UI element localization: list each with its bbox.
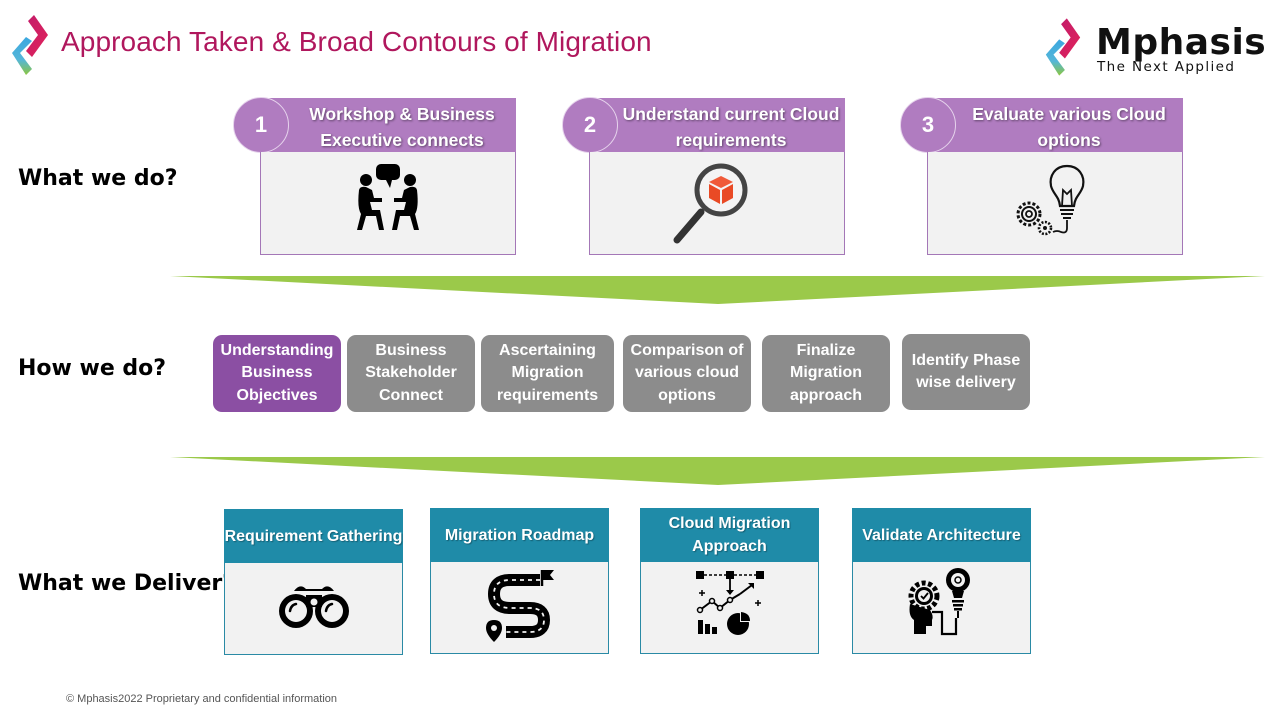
step-body bbox=[589, 152, 845, 255]
how-step-finalize-migration-approach: Finalize Migration approach bbox=[762, 335, 890, 412]
brand-tagline: The Next Applied bbox=[1097, 59, 1236, 75]
step-number-badge: 1 bbox=[233, 97, 289, 153]
how-step-comparison-cloud-options: Comparison of various cloud options bbox=[623, 335, 751, 412]
step-header: Evaluate various Cloud options bbox=[927, 98, 1183, 152]
deliverable-label: Validate Architecture bbox=[852, 508, 1031, 562]
row-label-how-we-do: How we do? bbox=[18, 356, 167, 381]
deliverable-card: Validate Architecture bbox=[852, 508, 1031, 655]
step-label: Understand current Cloud requirements bbox=[622, 104, 840, 150]
deliverable-card: Cloud Migration Approach bbox=[640, 508, 819, 655]
step-card: Workshop & Business Executive connects 1 bbox=[233, 97, 516, 256]
flow-arrow-1 bbox=[170, 276, 1265, 304]
step-card: Evaluate various Cloud options 3 bbox=[900, 97, 1183, 256]
step-label: Workshop & Business Executive connects bbox=[309, 104, 495, 150]
how-step-identify-phase-delivery: Identify Phase wise delivery bbox=[902, 334, 1030, 410]
how-step-understanding-business-objectives: Understanding Business Objectives bbox=[213, 335, 341, 412]
brand-name: Mphasis bbox=[1096, 22, 1267, 63]
mphasis-logo-mark-icon bbox=[1045, 18, 1081, 76]
how-step-business-stakeholder-connect: Business Stakeholder Connect bbox=[347, 335, 475, 412]
deliverable-label: Migration Roadmap bbox=[430, 508, 609, 562]
step-header: Understand current Cloud requirements bbox=[589, 98, 845, 152]
binoculars-icon bbox=[278, 586, 349, 628]
deliverable-card: Migration Roadmap bbox=[430, 508, 609, 655]
meeting-icon bbox=[357, 164, 419, 230]
step-number-badge: 3 bbox=[900, 97, 956, 153]
deliverable-body bbox=[224, 563, 403, 655]
step-card: Understand current Cloud requirements 2 bbox=[562, 97, 845, 256]
deliverable-body bbox=[640, 562, 819, 654]
step-number-badge: 2 bbox=[562, 97, 618, 153]
row-label-what-we-deliver: What we Deliver? bbox=[18, 571, 235, 596]
page-title: Approach Taken & Broad Contours of Migra… bbox=[61, 26, 652, 57]
row-label-what-we-do: What we do? bbox=[18, 166, 178, 191]
mphasis-logo-mark-icon bbox=[12, 15, 48, 75]
lightbulb-gears-icon bbox=[1016, 164, 1085, 236]
roadmap-icon bbox=[485, 570, 554, 642]
flow-arrow-2 bbox=[170, 457, 1265, 485]
magnifier-cube-icon bbox=[673, 163, 748, 244]
deliverable-body bbox=[430, 562, 609, 654]
deliverable-card: Requirement Gathering bbox=[224, 509, 403, 656]
mphasis-brand-logo: Mphasis The Next Applied bbox=[1040, 12, 1266, 82]
deliverable-label: Requirement Gathering bbox=[224, 509, 403, 563]
step-header: Workshop & Business Executive connects bbox=[260, 98, 516, 152]
deliverable-label: Cloud Migration Approach bbox=[640, 508, 819, 562]
architecture-idea-icon bbox=[908, 568, 970, 636]
how-step-ascertaining-migration-requirements: Ascertaining Migration requirements bbox=[481, 335, 614, 412]
step-label: Evaluate various Cloud options bbox=[972, 104, 1166, 150]
footer-copyright: © Mphasis2022 Proprietary and confidenti… bbox=[66, 693, 338, 705]
analytics-icon bbox=[695, 571, 764, 635]
step-body bbox=[260, 152, 516, 255]
step-body bbox=[927, 152, 1183, 255]
deliverable-body bbox=[852, 562, 1031, 654]
